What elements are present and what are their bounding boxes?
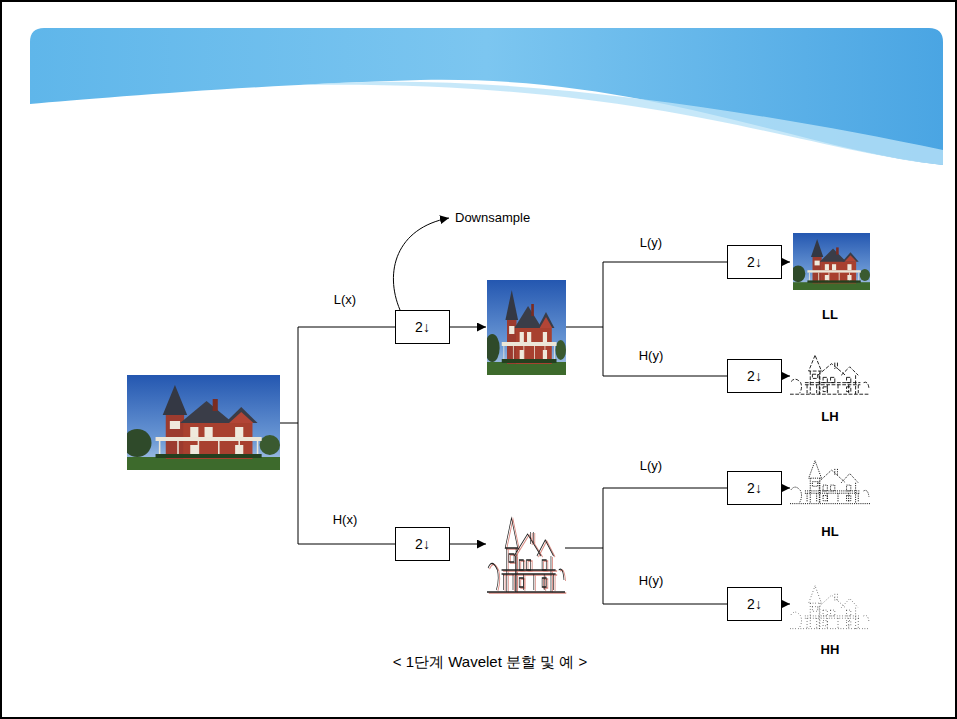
subband-image: HH bbox=[790, 580, 870, 656]
wire bbox=[603, 262, 604, 376]
filter-label: L(x) bbox=[334, 293, 356, 307]
subband-image: LL bbox=[790, 233, 870, 321]
downsample-box: 2↓ bbox=[395, 527, 450, 561]
filter-label: L(y) bbox=[640, 459, 662, 473]
wire-arrow bbox=[450, 327, 486, 328]
header-wave-light bbox=[300, 82, 943, 165]
hl-image bbox=[790, 461, 870, 504]
wire bbox=[603, 488, 604, 604]
filter-label: H(x) bbox=[333, 513, 358, 527]
node-text: LL bbox=[822, 308, 838, 321]
process-note: Downsample bbox=[455, 211, 530, 225]
filter-label: H(y) bbox=[639, 574, 664, 588]
wire bbox=[603, 262, 727, 263]
wire bbox=[603, 488, 727, 489]
wire bbox=[298, 327, 299, 544]
ll-image bbox=[791, 233, 870, 290]
wire-arrow bbox=[450, 544, 486, 545]
wire bbox=[603, 376, 727, 377]
high-x-image bbox=[487, 518, 565, 592]
wire bbox=[280, 423, 298, 424]
high-x-image-color bbox=[489, 519, 567, 593]
node-text: LH bbox=[821, 410, 838, 423]
arrow-connector bbox=[782, 488, 790, 489]
node-text: HH bbox=[821, 643, 840, 656]
node-text: 2↓ bbox=[747, 254, 762, 270]
filter-label: H(y) bbox=[639, 349, 664, 363]
arrow-connector bbox=[782, 262, 790, 263]
downsample-callout-arrow bbox=[393, 218, 449, 310]
header-wave bbox=[30, 28, 943, 165]
wire bbox=[603, 604, 727, 605]
arrow-connector bbox=[782, 604, 790, 605]
wire bbox=[298, 327, 395, 328]
node-text: 2↓ bbox=[747, 596, 762, 612]
wire bbox=[298, 544, 395, 545]
node-text: 2↓ bbox=[415, 319, 430, 335]
downsample-box: 2↓ bbox=[727, 587, 782, 621]
downsample-box: 2↓ bbox=[395, 310, 450, 344]
node-text: 2↓ bbox=[747, 368, 762, 384]
subband-image: LH bbox=[790, 350, 870, 423]
source-image bbox=[123, 375, 280, 470]
node-text: 2↓ bbox=[747, 480, 762, 496]
lh-image bbox=[790, 355, 870, 394]
figure-caption: < 1단계 Wavelet 분할 및 예 > bbox=[393, 653, 588, 672]
downsample-box: 2↓ bbox=[727, 471, 782, 505]
downsample-box: 2↓ bbox=[727, 245, 782, 279]
low-x-image bbox=[485, 280, 566, 375]
subband-image: HL bbox=[790, 455, 870, 538]
node-text: HL bbox=[821, 525, 838, 538]
wire bbox=[565, 548, 603, 549]
wire bbox=[566, 327, 603, 328]
signal-wires bbox=[280, 218, 727, 604]
node-text: 2↓ bbox=[415, 536, 430, 552]
downsample-box: 2↓ bbox=[727, 359, 782, 393]
hh-image bbox=[790, 586, 870, 629]
filter-label: L(y) bbox=[640, 236, 662, 250]
arrow-connector bbox=[782, 376, 790, 377]
